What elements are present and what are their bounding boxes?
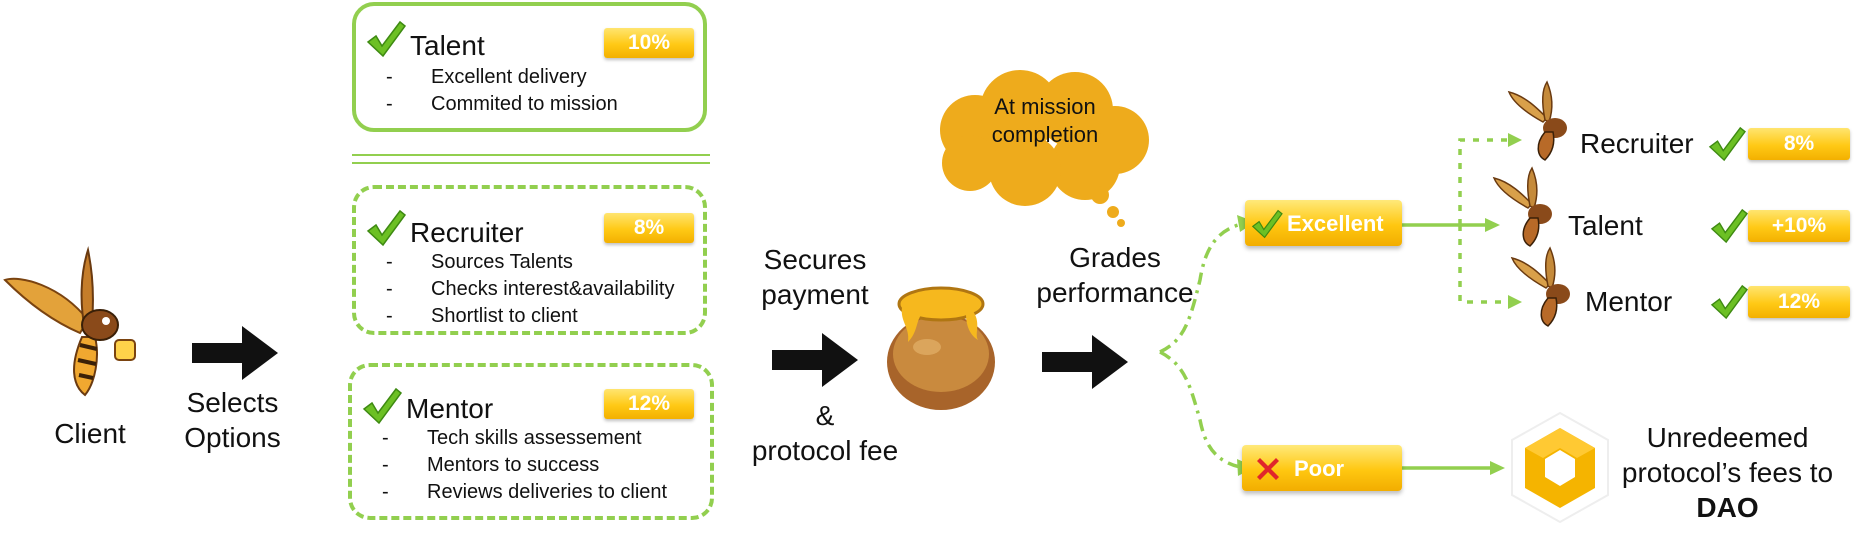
option-bullets: Excellent delivery Commited to mission bbox=[386, 64, 618, 118]
grade-excellent-badge: Excellent bbox=[1245, 200, 1402, 246]
recruiter-option-box: Recruiter 8% Sources Talents Checks inte… bbox=[352, 185, 707, 335]
cloud-line2: completion bbox=[991, 122, 1099, 147]
check-icon bbox=[1710, 208, 1748, 244]
hexagon-dao-icon bbox=[1511, 411, 1609, 524]
selects-label: Selects bbox=[186, 387, 279, 418]
grade-poor-badge: Poor bbox=[1242, 445, 1402, 491]
protocol-fee-text: protocol fee bbox=[751, 435, 899, 466]
bullet-item: Excellent delivery bbox=[386, 64, 618, 91]
cloud-text: At mission completion bbox=[965, 93, 1125, 149]
option-bullets: Sources Talents Checks interest&availabi… bbox=[386, 249, 674, 330]
reward-percent-badge: +10% bbox=[1748, 210, 1850, 242]
check-icon bbox=[1251, 209, 1283, 239]
separator bbox=[352, 154, 710, 164]
arrow-right-icon bbox=[192, 326, 278, 380]
bullet-item: Commited to mission bbox=[386, 91, 618, 118]
honey-pot-icon bbox=[887, 286, 995, 410]
check-icon bbox=[362, 387, 403, 425]
mentor-option-box: Mentor 12% Tech skills assessement Mento… bbox=[348, 363, 714, 520]
grades-performance-label: Grades performance bbox=[1030, 240, 1200, 310]
mentor-bee-icon bbox=[1510, 246, 1570, 327]
bullet-item: Reviews deliveries to client bbox=[382, 479, 667, 506]
secures-label: Secures bbox=[763, 244, 867, 275]
cross-icon bbox=[1257, 458, 1279, 480]
dao-line2: protocol’s fees to bbox=[1621, 457, 1834, 488]
bullet-item: Checks interest&availability bbox=[386, 276, 674, 303]
reward-role-label: Mentor bbox=[1585, 286, 1673, 317]
selects-options-label: Selects Options bbox=[170, 385, 295, 455]
grades-label: Grades bbox=[1069, 242, 1161, 273]
performance-label: performance bbox=[1036, 277, 1194, 308]
dao-line1: Unredeemed bbox=[1646, 422, 1809, 453]
option-percent-badge: 8% bbox=[604, 213, 694, 243]
options-label: Options bbox=[184, 422, 281, 453]
grade-poor-label: Poor bbox=[1294, 456, 1345, 481]
talent-option-box: Talent 10% Excellent delivery Commited t… bbox=[352, 2, 707, 132]
cloud-icon bbox=[940, 70, 1149, 227]
option-bullets: Tech skills assessement Mentors to succe… bbox=[382, 425, 667, 506]
ampersand-label: & bbox=[815, 400, 835, 431]
dao-label: Unredeemed protocol’s fees to DAO bbox=[1615, 420, 1840, 525]
bullet-item: Shortlist to client bbox=[386, 303, 674, 330]
talent-bee-icon bbox=[1492, 166, 1552, 247]
grade-excellent-label: Excellent bbox=[1287, 211, 1384, 236]
check-icon bbox=[1708, 126, 1746, 162]
recruiter-bee-icon bbox=[1507, 80, 1567, 161]
option-title: Mentor bbox=[406, 393, 494, 424]
client-bee-icon bbox=[3, 246, 136, 397]
dao-line3: DAO bbox=[1696, 492, 1759, 523]
reward-role-label: Recruiter bbox=[1580, 128, 1694, 159]
client-label: Client bbox=[54, 418, 126, 449]
bullet-item: Mentors to success bbox=[382, 452, 667, 479]
arrow-right-icon bbox=[1042, 335, 1128, 389]
option-title: Talent bbox=[410, 30, 485, 61]
reward-role-label: Talent bbox=[1568, 210, 1643, 241]
option-percent-badge: 10% bbox=[604, 28, 694, 58]
payment-label: payment bbox=[761, 279, 869, 310]
reward-percent-badge: 8% bbox=[1748, 128, 1850, 160]
bullet-item: Tech skills assessement bbox=[382, 425, 667, 452]
reward-percent-badge: 12% bbox=[1748, 286, 1850, 318]
check-icon bbox=[366, 209, 407, 247]
cloud-line1: At mission bbox=[994, 94, 1096, 119]
check-icon bbox=[1710, 284, 1748, 320]
option-percent-badge: 12% bbox=[604, 389, 694, 419]
bullet-item: Sources Talents bbox=[386, 249, 674, 276]
protocol-fee-label: & protocol fee bbox=[735, 398, 915, 468]
arrow-right-icon bbox=[772, 333, 858, 387]
secures-payment-label: Secures payment bbox=[745, 242, 885, 312]
check-icon bbox=[366, 20, 407, 58]
option-title: Recruiter bbox=[410, 217, 524, 248]
